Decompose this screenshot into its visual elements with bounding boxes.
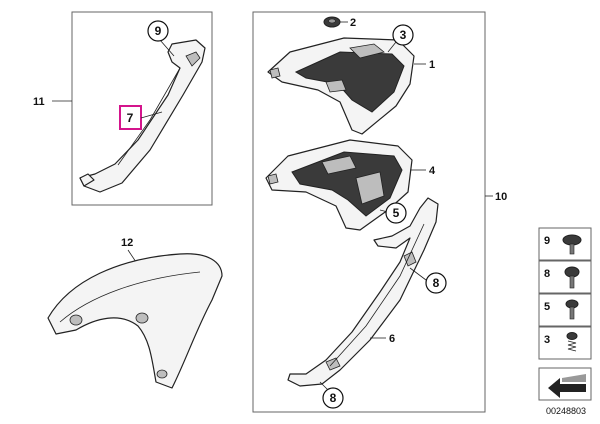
screw-round-head-icon bbox=[562, 234, 582, 255]
legend-label-5: 5 bbox=[544, 301, 550, 313]
rack-base-part[interactable] bbox=[265, 139, 413, 231]
callout-12[interactable]: 12 bbox=[121, 237, 133, 249]
handle-group-box: 11 9 7 bbox=[33, 11, 213, 206]
callout-9: 9 bbox=[155, 24, 162, 38]
legend-item-9[interactable] bbox=[538, 227, 592, 261]
leader-7 bbox=[140, 111, 163, 119]
rack-group-box: 10 1 2 3 4 bbox=[252, 11, 507, 413]
callout-11[interactable]: 11 bbox=[33, 96, 45, 108]
callout-5-circle[interactable] bbox=[385, 202, 407, 224]
callout-9-circle[interactable] bbox=[147, 20, 169, 42]
support-bracket-part[interactable] bbox=[287, 197, 439, 387]
screw-dome-head-icon bbox=[564, 266, 580, 289]
grab-handle-part[interactable] bbox=[79, 39, 206, 193]
callout-8b: 8 bbox=[330, 391, 337, 405]
nut-part[interactable] bbox=[323, 16, 341, 28]
handle-frame bbox=[71, 11, 213, 206]
leader-3 bbox=[387, 41, 397, 53]
direction-arrow-icon bbox=[548, 374, 586, 398]
legend-label-8: 8 bbox=[544, 268, 550, 280]
callout-1[interactable]: 1 bbox=[429, 59, 435, 71]
leader-8b bbox=[319, 381, 329, 391]
callout-3-circle[interactable] bbox=[392, 24, 414, 46]
legend-label-9: 9 bbox=[544, 235, 550, 247]
screw-spring-icon bbox=[566, 332, 578, 352]
seat-cover-part[interactable] bbox=[47, 253, 223, 389]
callout-7-box[interactable] bbox=[119, 105, 142, 130]
leader-9 bbox=[159, 39, 175, 57]
callout-4[interactable]: 4 bbox=[429, 165, 436, 177]
diagram-id: 00248803 bbox=[546, 406, 586, 416]
leader-8a bbox=[409, 267, 427, 281]
fastener-legend: 9 8 5 3 00248803 bbox=[538, 227, 592, 416]
callout-7: 7 bbox=[127, 111, 134, 125]
callout-8a: 8 bbox=[433, 276, 440, 290]
legend-arrow-box bbox=[538, 367, 592, 401]
callout-3: 3 bbox=[400, 28, 407, 42]
leader-12 bbox=[127, 249, 137, 263]
cover-group: 12 bbox=[47, 237, 223, 389]
rack-frame bbox=[252, 11, 486, 413]
luggage-rack-plate-part[interactable] bbox=[267, 37, 415, 135]
callout-6[interactable]: 6 bbox=[389, 333, 395, 345]
callout-2[interactable]: 2 bbox=[350, 17, 356, 29]
legend-item-3[interactable] bbox=[538, 326, 592, 360]
screw-pan-head-icon bbox=[565, 299, 579, 320]
callout-10[interactable]: 10 bbox=[495, 191, 507, 203]
legend-item-5[interactable] bbox=[538, 293, 592, 327]
callout-8a-circle[interactable] bbox=[425, 272, 447, 294]
callout-8b-circle[interactable] bbox=[322, 387, 344, 409]
legend-label-3: 3 bbox=[544, 334, 550, 346]
legend-item-8[interactable] bbox=[538, 260, 592, 294]
callout-5: 5 bbox=[393, 206, 400, 220]
